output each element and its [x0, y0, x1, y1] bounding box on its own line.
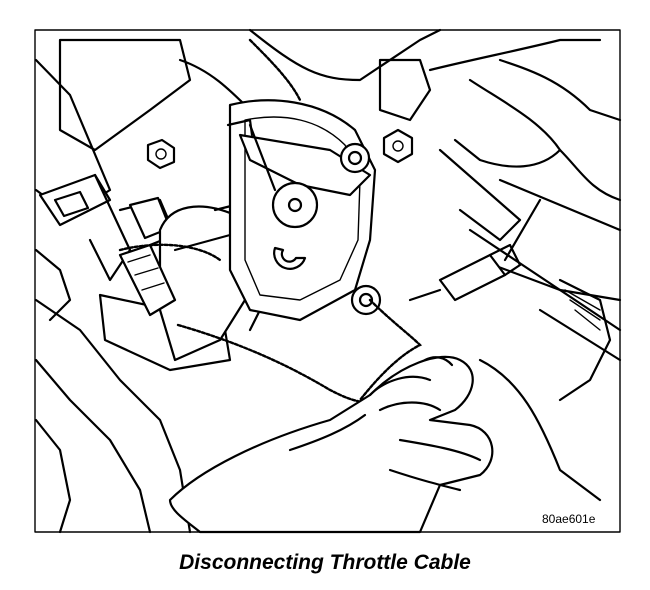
hex-nut-right: [382, 128, 414, 164]
throttle-cable: [118, 38, 423, 404]
figure-caption: Disconnecting Throttle Cable: [179, 551, 471, 574]
engine-background: [34, 28, 622, 534]
hex-nut-left: [146, 138, 176, 170]
hand: [168, 355, 494, 534]
throttle-lever: [226, 118, 382, 316]
sensor-connector: [118, 198, 542, 317]
figure-id-label: 80ae601e: [542, 512, 596, 526]
